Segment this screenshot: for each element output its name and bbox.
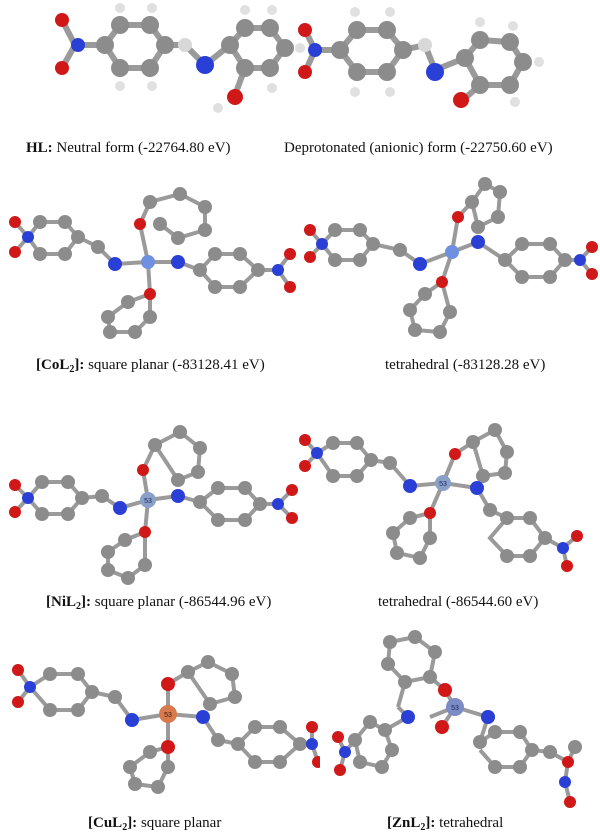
formula-subscript: 2 (69, 364, 75, 375)
hl-neutral-molecule (55, 3, 305, 113)
formula-suffix: ]: (425, 815, 436, 831)
caption-cul2-square-planar: [CuL2]: square planar (88, 814, 222, 833)
caption-hl-neutral-bold: HL: (26, 140, 53, 156)
caption-hl-neutral-text: Neutral form (-22764.80 eV) (52, 140, 231, 156)
caption-col2-tetrahedral: tetrahedral (-83128.28 eV) (385, 356, 545, 374)
col2-square-planar-molecule (9, 187, 296, 339)
caption-nil2-square-planar: [NiL2]: square planar (-86544.96 eV) (46, 593, 272, 612)
formula-prefix: [CoL (36, 357, 70, 373)
nil2-tetrahedral-molecule: 53 (299, 423, 583, 572)
cul2-metal-label: 53 (164, 712, 172, 719)
caption-znl2-tetrahedral: [ZnL2]: tetrahedral (387, 814, 504, 833)
caption-col2-tetrahedral-text: tetrahedral (-83128.28 eV) (385, 357, 546, 373)
caption-hl-deprotonated-text: Deprotonated (anionic) form (-22750.60 e… (284, 140, 553, 156)
formula-suffix: ]: (81, 594, 91, 610)
caption-cul2-text: square planar (137, 815, 222, 831)
col2-tetrahedral-molecule (304, 177, 598, 339)
formula-prefix: [NiL (46, 594, 76, 610)
nil2-square-planar-molecule: 53 (9, 425, 298, 585)
znl2-tetrahedral-molecule: 53 (332, 630, 582, 808)
caption-col2-text: square planar (-83128.41 eV) (84, 357, 265, 373)
caption-znl2-text: tetrahedral (435, 815, 504, 831)
caption-col2-square-planar: [CoL2]: square planar (-83128.41 eV) (36, 356, 265, 375)
formula-suffix: ]: (74, 357, 85, 373)
caption-hl-deprotonated: Deprotonated (anionic) form (-22750.60 e… (284, 139, 553, 157)
caption-nil2-formula: [NiL2]: (46, 594, 91, 612)
caption-cul2-formula: [CuL2]: (88, 815, 138, 833)
caption-znl2-formula: [ZnL2]: (387, 815, 436, 833)
formula-prefix: [ZnL (387, 815, 421, 831)
caption-hl-neutral: HL: Neutral form (-22764.80 eV) (26, 139, 231, 157)
nil2-square-planar-metal-label: 53 (144, 498, 152, 505)
cul2-square-planar-molecule: 53 (12, 655, 320, 794)
caption-nil2-tetrahedral-text: tetrahedral (-86544.60 eV) (378, 594, 539, 610)
hl-deprotonated-molecule (298, 7, 544, 108)
formula-subscript: 2 (122, 822, 128, 833)
formula-suffix: ]: (127, 815, 138, 831)
nil2-tetrahedral-metal-label: 53 (439, 481, 447, 488)
formula-subscript: 2 (76, 601, 81, 612)
caption-nil2-text: square planar (-86544.96 eV) (91, 594, 272, 610)
caption-col2-formula: [CoL2]: (36, 357, 85, 375)
caption-nil2-tetrahedral: tetrahedral (-86544.60 eV) (378, 593, 538, 611)
formula-subscript: 2 (420, 822, 426, 833)
znl2-metal-label: 53 (451, 705, 459, 712)
formula-prefix: [CuL (88, 815, 123, 831)
